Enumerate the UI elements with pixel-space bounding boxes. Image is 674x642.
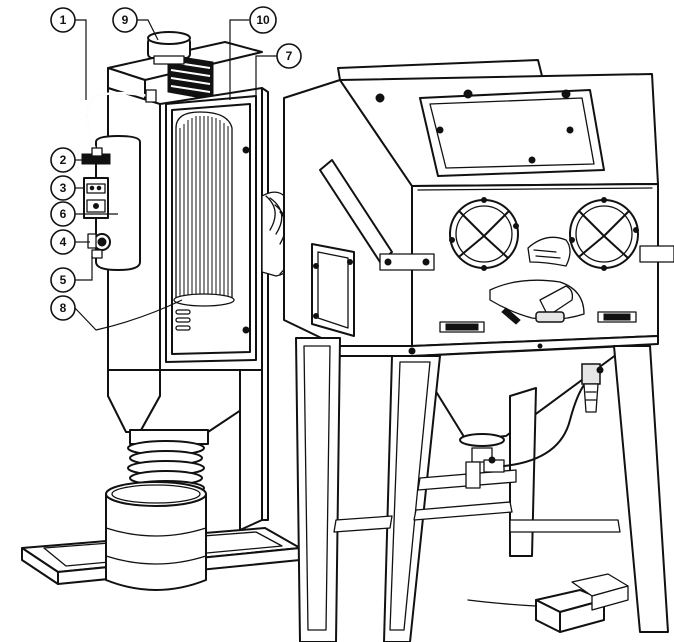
- air-canister: [81, 89, 157, 271]
- filter-cartridge: [173, 111, 235, 307]
- callout-7: 7: [276, 43, 302, 69]
- callout-8: 8: [50, 295, 76, 321]
- callout-5-label: 5: [60, 273, 67, 287]
- fan-motor: [147, 31, 191, 65]
- callout-4-label: 4: [60, 235, 67, 249]
- callout-2: 2: [50, 147, 76, 173]
- collection-drum: [105, 481, 207, 591]
- callout-9: 9: [112, 7, 138, 33]
- callout-4: 4: [50, 229, 76, 255]
- callout-1-label: 1: [60, 13, 67, 27]
- callout-3-label: 3: [60, 181, 67, 195]
- callout-7-label: 7: [286, 49, 293, 63]
- callout-9-label: 9: [122, 13, 129, 27]
- air-regulator: [581, 363, 604, 413]
- dust-collector: [105, 31, 269, 591]
- callout-5: 5: [50, 267, 76, 293]
- blast-cabinet: [283, 59, 674, 357]
- cabinet-window: [375, 89, 605, 177]
- gloves: [489, 236, 585, 325]
- glove-port-left: [449, 197, 519, 271]
- callouts: 1 2 3 4 5 6 7 8: [50, 6, 302, 331]
- callout-10-label: 10: [256, 13, 270, 27]
- callout-1: 1: [50, 7, 76, 33]
- glove-port-right: [569, 197, 639, 271]
- callout-2-label: 2: [60, 153, 67, 167]
- cabinet-stand: [295, 337, 669, 642]
- foot-pedal: [535, 573, 629, 633]
- callout-10: 10: [249, 6, 277, 34]
- callout-6-label: 6: [60, 207, 67, 221]
- side-door: [311, 243, 355, 337]
- callout-6: 6: [50, 201, 76, 227]
- callout-8-label: 8: [60, 301, 67, 315]
- metering-valve: [465, 447, 505, 489]
- callout-3: 3: [50, 175, 76, 201]
- side-bracket: [319, 159, 674, 271]
